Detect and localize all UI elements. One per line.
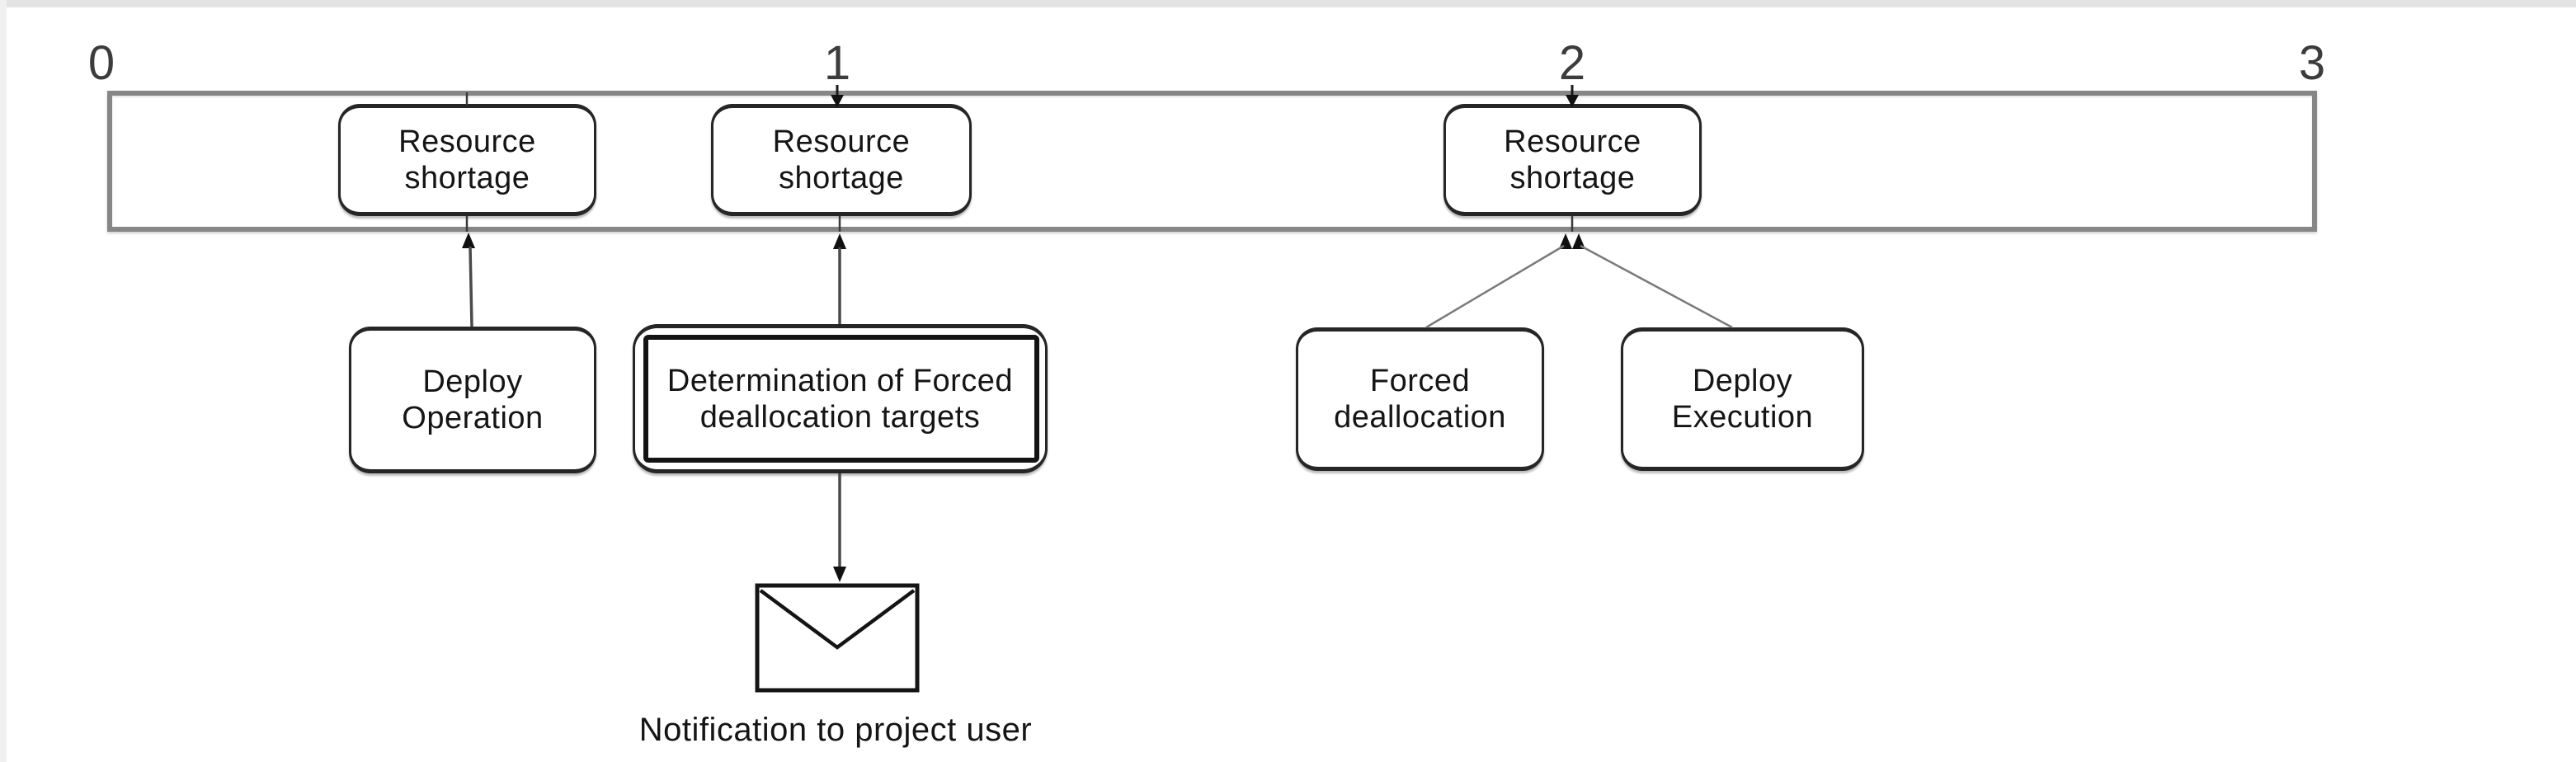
arrow-forced-deallocation-to-event (1425, 233, 1572, 329)
box-deploy-operation: Deploy Operation (349, 327, 596, 473)
operation-label-line: Determination of Forced (666, 363, 1014, 398)
box-determination-of-forced-deallocation-targets: Determination of Forced deallocation tar… (633, 324, 1048, 473)
event-label-line: Resource (1504, 125, 1641, 159)
event-label-line: shortage (404, 161, 530, 195)
axis-label-1: 1 (823, 36, 851, 90)
operation-label-line: Execution (1671, 400, 1814, 435)
event-box-resource-shortage-1: Resource shortage (338, 104, 596, 216)
operation-label-line: Deploy (1692, 364, 1793, 398)
envelope-icon (755, 583, 920, 693)
operation-label-line: Operation (402, 401, 544, 435)
axis-label-2: 2 (1558, 36, 1586, 90)
event-label-line: shortage (779, 161, 904, 195)
arrow-determination-to-notification (833, 473, 846, 582)
axis-label-0: 0 (87, 36, 115, 90)
event-label-line: shortage (1509, 161, 1636, 195)
arrow-determination-to-event (833, 233, 846, 324)
canvas-left-edge (0, 0, 7, 762)
operation-label-line: Deploy (422, 365, 523, 399)
box-deploy-execution: Deploy Execution (1621, 327, 1864, 471)
operation-label-line: deallocation (1334, 400, 1506, 435)
event-box-resource-shortage-3: Resource shortage (1443, 104, 1702, 216)
axis-label-3: 3 (2298, 36, 2326, 90)
operation-label-line: deallocation targets (699, 399, 981, 435)
box-forced-deallocation: Forced deallocation (1296, 327, 1544, 471)
event-box-resource-shortage-2: Resource shortage (711, 104, 972, 216)
notification-caption: Notification to project user (638, 712, 1033, 748)
operation-label-line: Forced (1369, 364, 1471, 398)
event-label-line: Resource (398, 125, 536, 159)
canvas-top-edge (0, 0, 2576, 7)
event-label-line: Resource (772, 125, 911, 159)
arrow-deploy-execution-to-event (1572, 233, 1733, 329)
arrow-deploy-operation-to-event (462, 233, 475, 327)
